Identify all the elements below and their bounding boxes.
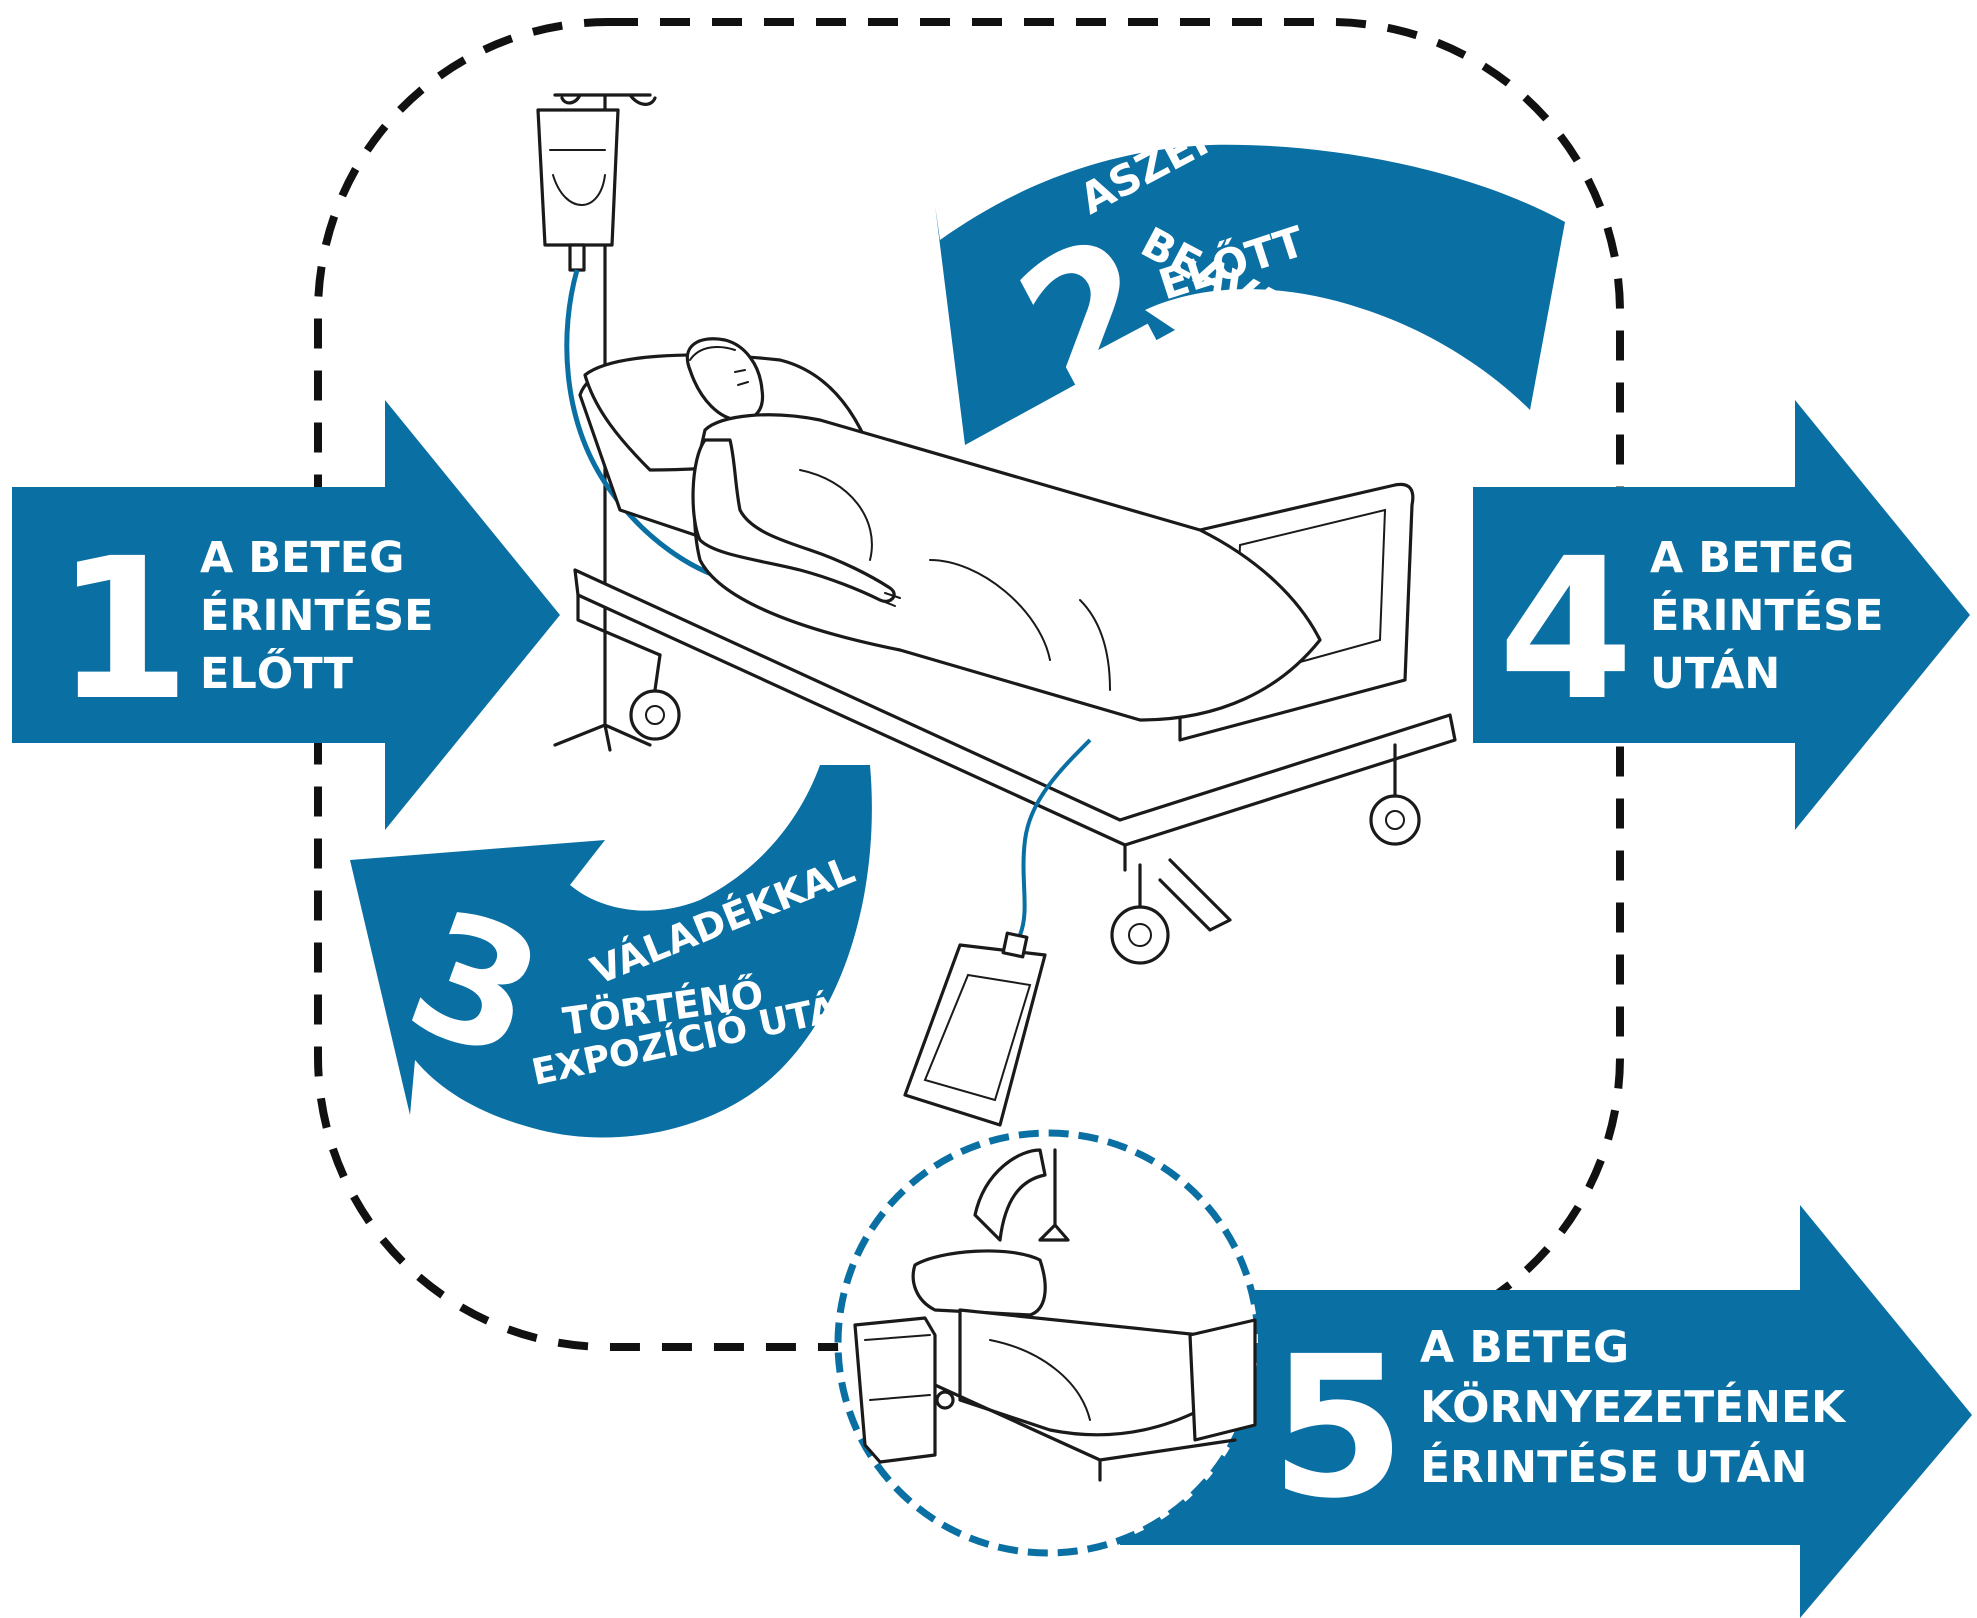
moment-2-arrow: 2 ASZEPTIKUS BEAVATKOZÁS ELŐTT	[935, 43, 1565, 445]
moment-4-arrow: 4 A BETEG ÉRINTÉSE UTÁN	[1473, 400, 1970, 830]
moment-1-line-1: A BETEG	[200, 533, 404, 583]
patient-environment-illustration	[838, 1133, 1258, 1553]
moment-5-line-2: KÖRNYEZETÉNEK	[1420, 1380, 1847, 1433]
moment-4-line-1: A BETEG	[1650, 533, 1854, 583]
moment-4-line-2: ÉRINTÉSE	[1650, 590, 1884, 641]
moment-5-line-3: ÉRINTÉSE UTÁN	[1420, 1440, 1807, 1493]
moment-3-arrow: 3 VÁLADÉKKAL TÖRTÉNŐ EXPOZÍCIÓ UTÁN	[350, 765, 872, 1138]
moment-5-number: 5	[1270, 1314, 1406, 1541]
moment-4-number: 4	[1498, 516, 1634, 743]
moment-5-line-1: A BETEG	[1420, 1322, 1629, 1373]
moment-1-arrow: 1 A BETEG ÉRINTÉSE ELŐTT	[12, 400, 560, 830]
moment-1-line-2: ÉRINTÉSE	[200, 590, 434, 641]
moment-1-line-3: ELŐTT	[200, 648, 354, 699]
moment-1-number: 1	[55, 516, 191, 743]
moment-4-line-3: UTÁN	[1650, 648, 1780, 699]
